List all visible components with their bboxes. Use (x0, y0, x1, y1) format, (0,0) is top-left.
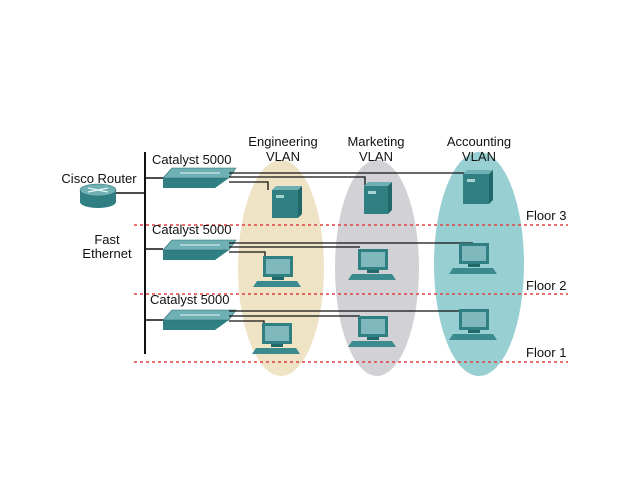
accounting-floor2-workstation-icon (449, 243, 497, 274)
marketing-vlan-label-line1: Marketing (347, 134, 404, 149)
switch-1-label: Catalyst 5000 (152, 152, 232, 167)
engineering-floor2-workstation-icon (253, 256, 301, 287)
accounting-vlan-label-line2: VLAN (462, 149, 496, 164)
engineering-vlan-label-line2: VLAN (266, 149, 300, 164)
engineering-server-icon (272, 186, 302, 218)
accounting-floor1-workstation-icon (449, 309, 497, 340)
marketing-vlan-label-line2: VLAN (359, 149, 393, 164)
engineering-floor1-workstation-icon (252, 323, 300, 354)
floor-3-label: Floor 3 (526, 208, 566, 223)
switch-2-label: Catalyst 5000 (152, 222, 232, 237)
floor-2-label: Floor 2 (526, 278, 566, 293)
switch-3-label: Catalyst 5000 (150, 292, 230, 307)
fast-ethernet-label-line1: Fast (94, 232, 120, 247)
floor-1-label: Floor 1 (526, 345, 566, 360)
catalyst-switch-1-icon (162, 167, 237, 188)
marketing-floor2-workstation-icon (348, 249, 396, 280)
catalyst-switch-3-icon (162, 309, 237, 330)
marketing-floor1-workstation-icon (348, 316, 396, 347)
engineering-vlan-label-line1: Engineering (248, 134, 317, 149)
router-label: Cisco Router (61, 171, 137, 186)
switch-1-links (229, 172, 466, 190)
accounting-vlan-label-line1: Accounting (447, 134, 511, 149)
marketing-server-icon (364, 182, 392, 214)
catalyst-switch-2-icon (162, 239, 237, 260)
fast-ethernet-label-line2: Ethernet (82, 246, 132, 261)
cisco-router-icon (79, 183, 117, 208)
accounting-server-icon (463, 170, 493, 204)
